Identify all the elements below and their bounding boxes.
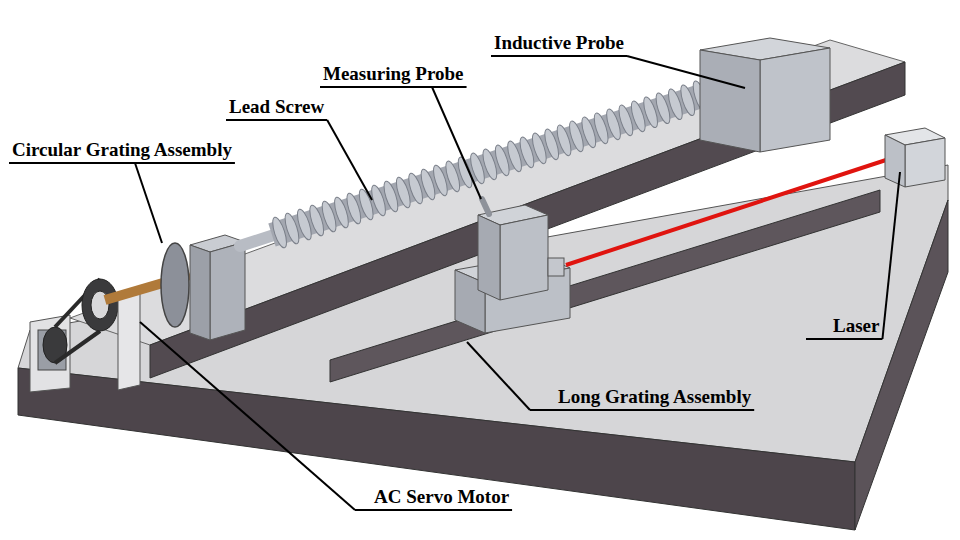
label-anchor: Lead Screw (229, 96, 324, 119)
part-label: Lead Screw (229, 96, 324, 119)
base-end-face (855, 200, 948, 530)
carriage-side (478, 215, 500, 300)
label-anchor: Measuring Probe (323, 63, 464, 86)
grating-housing-side (190, 245, 210, 340)
laser-front (905, 138, 945, 187)
long-grating-slot (330, 190, 880, 382)
screw-threads (270, 72, 735, 250)
part-label: Laser (833, 315, 879, 338)
grating-housing-front (210, 242, 245, 340)
reflector (548, 258, 564, 276)
back-rail-top (70, 40, 905, 345)
motor-bracket (30, 315, 70, 392)
probe-block-front (760, 48, 830, 152)
label-underline (806, 338, 882, 340)
part-label: Measuring Probe (323, 63, 464, 86)
grating-disk (161, 243, 189, 327)
label-underline (355, 509, 512, 511)
label-underline (9, 162, 235, 164)
label-anchor: Inductive Probe (494, 32, 624, 55)
carriage-front (500, 215, 548, 300)
leader-line (327, 120, 372, 200)
label-anchor: Circular Grating Assembly (12, 139, 232, 162)
leader-line (432, 87, 481, 199)
label-anchor: Long Grating Assembly (558, 386, 751, 409)
probe-block-side (700, 50, 760, 152)
label-underline (491, 55, 627, 57)
screw-body (272, 84, 738, 235)
leader-line (135, 163, 162, 243)
laser-side (885, 135, 905, 187)
laser-beam (566, 160, 886, 265)
pulley (82, 279, 118, 331)
leader-line (882, 172, 900, 339)
base-front-face (18, 368, 855, 530)
probe-stylus (482, 199, 489, 214)
label-anchor: Laser (833, 315, 879, 338)
label-anchor: AC Servo Motor (374, 486, 509, 509)
leader-line (467, 342, 530, 410)
label-underline (320, 86, 467, 88)
label-underline (226, 119, 327, 121)
part-label: Inductive Probe (494, 32, 624, 55)
part-label: AC Servo Motor (374, 486, 509, 509)
part-label: Long Grating Assembly (558, 386, 751, 409)
label-underline (530, 409, 754, 411)
part-label: Circular Grating Assembly (12, 139, 232, 162)
belt (55, 331, 100, 363)
bearing-bracket (118, 292, 140, 390)
leader-line (140, 322, 355, 510)
leader-line (627, 56, 745, 88)
